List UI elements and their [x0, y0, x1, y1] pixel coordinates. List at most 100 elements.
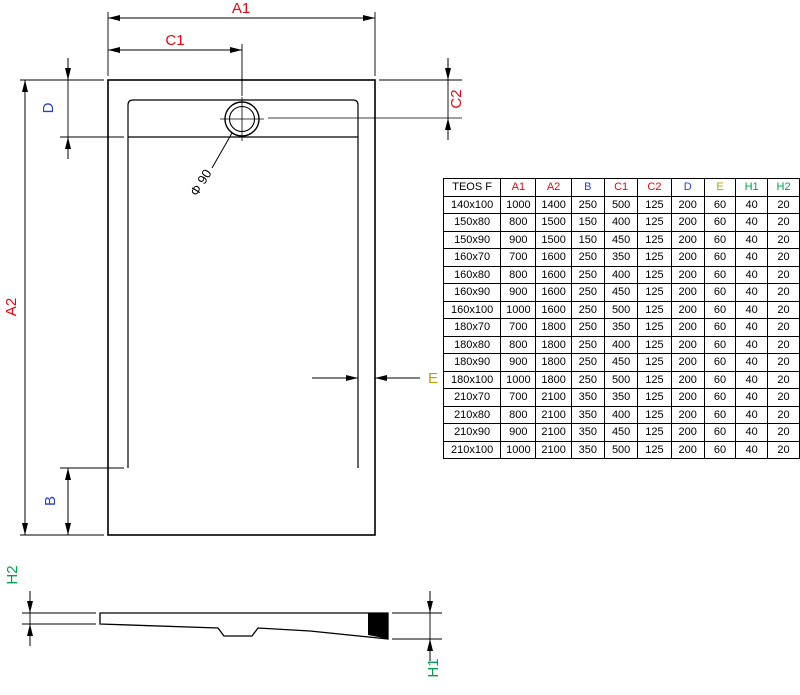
value-cell: 450	[603, 230, 639, 249]
value-cell: 125	[637, 353, 672, 372]
value-cell: 20	[767, 195, 800, 214]
size-cell: 160x100	[442, 300, 502, 319]
dim-h1	[392, 591, 442, 661]
col-header-b: B	[570, 178, 605, 197]
value-cell: 40	[735, 265, 769, 284]
value-cell: 125	[637, 248, 672, 267]
value-cell: 150	[570, 213, 605, 232]
value-cell: 2100	[535, 423, 572, 442]
value-cell: 125	[637, 388, 672, 407]
value-cell: 800	[500, 265, 537, 284]
value-cell: 40	[735, 388, 769, 407]
value-cell: 800	[500, 335, 537, 354]
dim-label-e: E	[428, 370, 438, 387]
value-cell: 350	[603, 248, 639, 267]
value-cell: 60	[703, 405, 737, 424]
col-header-c2: C2	[637, 178, 672, 197]
value-cell: 60	[703, 335, 737, 354]
size-cell: 180x80	[442, 335, 502, 354]
value-cell: 350	[570, 405, 605, 424]
value-cell: 125	[637, 300, 672, 319]
value-cell: 40	[735, 405, 769, 424]
value-cell: 60	[703, 318, 737, 337]
value-cell: 2100	[535, 440, 572, 459]
value-cell: 125	[637, 440, 672, 459]
value-cell: 20	[767, 283, 800, 302]
dim-label-c1: C1	[165, 32, 184, 49]
size-cell: 160x80	[442, 265, 502, 284]
value-cell: 350	[603, 318, 639, 337]
value-cell: 40	[735, 248, 769, 267]
col-header-a2: A2	[535, 178, 572, 197]
value-cell: 1000	[500, 195, 537, 214]
value-cell: 1500	[535, 230, 572, 249]
size-cell: 140x100	[442, 195, 502, 214]
value-cell: 200	[670, 230, 705, 249]
value-cell: 2100	[535, 405, 572, 424]
value-cell: 40	[735, 353, 769, 372]
value-cell: 500	[603, 300, 639, 319]
size-cell: 160x90	[442, 283, 502, 302]
value-cell: 400	[603, 405, 639, 424]
value-cell: 450	[603, 423, 639, 442]
value-cell: 250	[570, 283, 605, 302]
dim-a1	[107, 12, 376, 76]
value-cell: 125	[637, 230, 672, 249]
value-cell: 20	[767, 353, 800, 372]
value-cell: 20	[767, 230, 800, 249]
side-view	[99, 612, 389, 640]
value-cell: 1000	[500, 440, 537, 459]
col-header-e: E	[703, 178, 737, 197]
dim-label-d: D	[40, 102, 57, 113]
drain-leader-line	[211, 132, 233, 169]
value-cell: 125	[637, 265, 672, 284]
value-cell: 500	[603, 440, 639, 459]
dim-label-c2: C2	[448, 89, 465, 108]
value-cell: 20	[767, 440, 800, 459]
value-cell: 20	[767, 213, 800, 232]
tray-outer-outline	[107, 79, 376, 536]
size-cell: 210x90	[442, 423, 502, 442]
tray-profile-outline	[99, 612, 389, 640]
value-cell: 1800	[535, 370, 572, 389]
side-dimension-lines	[22, 591, 442, 661]
value-cell: 40	[735, 370, 769, 389]
dim-label-a2: A2	[3, 298, 20, 316]
value-cell: 20	[767, 335, 800, 354]
value-cell: 200	[670, 353, 705, 372]
value-cell: 1500	[535, 213, 572, 232]
value-cell: 60	[703, 283, 737, 302]
value-cell: 60	[703, 370, 737, 389]
value-cell: 900	[500, 353, 537, 372]
value-cell: 350	[570, 388, 605, 407]
value-cell: 200	[670, 300, 705, 319]
value-cell: 1800	[535, 318, 572, 337]
value-cell: 60	[703, 353, 737, 372]
value-cell: 20	[767, 423, 800, 442]
dim-label-h2: H2	[4, 565, 21, 584]
value-cell: 40	[735, 440, 769, 459]
value-cell: 40	[735, 335, 769, 354]
value-cell: 200	[670, 195, 705, 214]
dim-label-a1: A1	[232, 0, 250, 17]
value-cell: 1800	[535, 335, 572, 354]
value-cell: 40	[735, 230, 769, 249]
value-cell: 250	[570, 300, 605, 319]
value-cell: 40	[735, 318, 769, 337]
col-header-c1: C1	[603, 178, 639, 197]
dim-h2	[22, 591, 96, 646]
value-cell: 125	[637, 335, 672, 354]
value-cell: 40	[735, 423, 769, 442]
size-cell: 180x90	[442, 353, 502, 372]
value-cell: 350	[603, 388, 639, 407]
value-cell: 250	[570, 195, 605, 214]
